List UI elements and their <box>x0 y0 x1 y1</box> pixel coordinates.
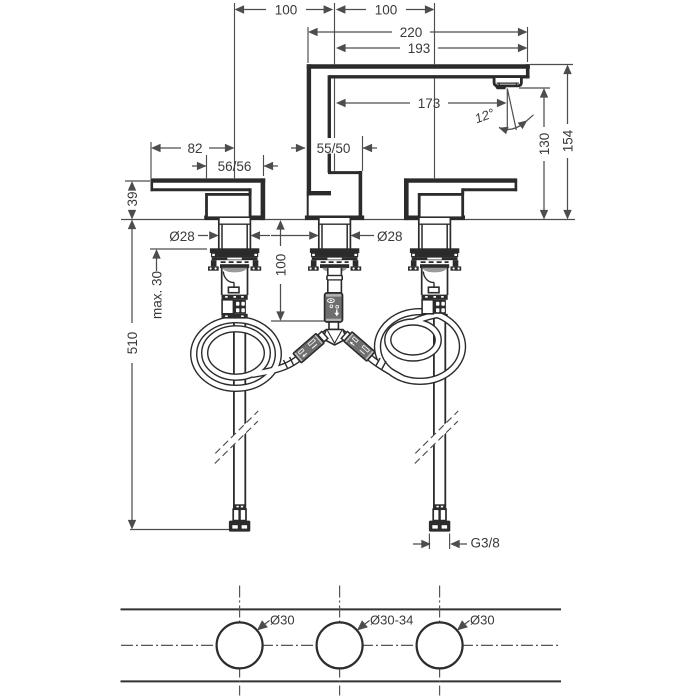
svg-text:Ø28: Ø28 <box>377 229 403 244</box>
svg-text:82: 82 <box>187 141 202 156</box>
svg-text:510: 510 <box>125 332 140 355</box>
svg-text:173: 173 <box>418 96 441 111</box>
svg-text:Ø30: Ø30 <box>470 613 495 628</box>
svg-text:Ø30: Ø30 <box>270 613 295 628</box>
svg-text:55/50: 55/50 <box>317 141 351 156</box>
svg-text:12°: 12° <box>473 105 497 126</box>
svg-text:max. 30: max. 30 <box>150 271 165 319</box>
svg-text:G3/8: G3/8 <box>471 536 500 551</box>
svg-text:100: 100 <box>375 3 398 18</box>
svg-text:Ø28: Ø28 <box>169 229 195 244</box>
svg-text:Ø30-34: Ø30-34 <box>370 613 413 628</box>
svg-text:154: 154 <box>561 129 576 152</box>
svg-text:56/56: 56/56 <box>218 159 252 174</box>
svg-text:220: 220 <box>400 25 423 40</box>
svg-text:100: 100 <box>275 3 298 18</box>
svg-text:39: 39 <box>125 191 140 206</box>
svg-text:193: 193 <box>408 41 431 56</box>
svg-text:130: 130 <box>537 133 552 156</box>
svg-text:100: 100 <box>274 254 289 277</box>
